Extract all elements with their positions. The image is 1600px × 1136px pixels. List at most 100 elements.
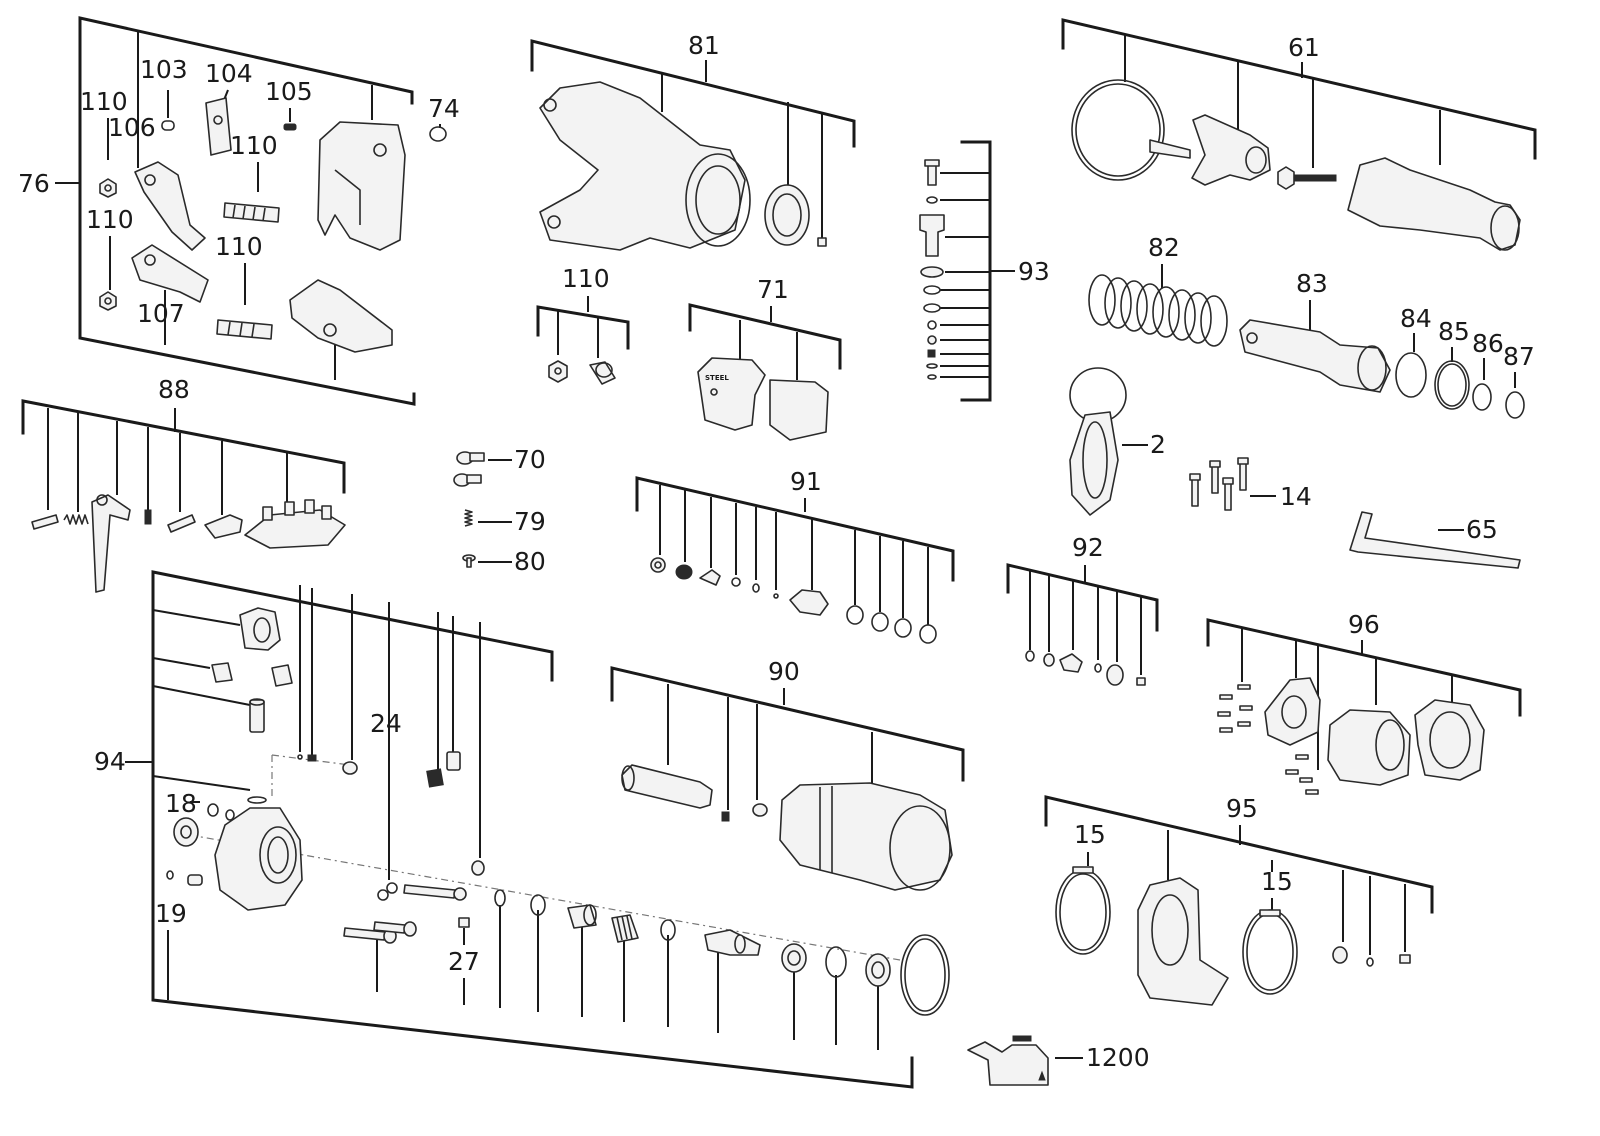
label-61: 61	[1288, 33, 1320, 62]
bushing-94-a	[211, 662, 233, 683]
piston-93	[919, 214, 945, 257]
label-96: 96	[1348, 610, 1380, 639]
group-81: 81	[530, 31, 856, 251]
spring-82	[1088, 274, 1228, 347]
adapter-71-right	[769, 379, 829, 441]
clip-93	[927, 374, 937, 380]
cylinder-90	[779, 782, 953, 891]
needle-bearing-94	[611, 914, 639, 943]
ring-94-b	[530, 894, 546, 916]
bracket-76	[78, 16, 416, 406]
label-106: 106	[108, 113, 156, 142]
washer-91-a	[731, 577, 741, 587]
ring-92-c	[1094, 663, 1102, 673]
bracket-61	[1061, 18, 1537, 160]
seal-94	[865, 953, 891, 987]
ball-93	[927, 335, 937, 345]
flange-96	[1264, 677, 1321, 746]
group-2-14-65: 2 14 65	[1069, 367, 1521, 569]
bracket-92	[1006, 563, 1159, 632]
bracket-91	[635, 476, 955, 582]
ring-87	[1505, 391, 1525, 419]
label-18: 18	[165, 789, 197, 818]
piston-90	[621, 764, 713, 809]
ring-92-a	[1025, 650, 1035, 662]
group-95: 95 15 15	[1044, 794, 1434, 1006]
washer-91-b	[752, 583, 760, 593]
adapter-marking: STEEL	[705, 374, 729, 382]
screw-81	[817, 237, 827, 247]
dust-shield-95	[1137, 877, 1229, 1006]
housing-96	[1414, 699, 1485, 781]
label-87: 87	[1503, 342, 1535, 371]
spring-94-small	[307, 754, 317, 762]
bracket-81	[530, 39, 856, 148]
label-2: 2	[1150, 430, 1166, 459]
label-15-a: 15	[1074, 820, 1106, 849]
group-88: 88	[21, 375, 346, 593]
ball-91	[773, 593, 779, 599]
cap-90	[752, 803, 768, 817]
ring-93-b	[920, 266, 944, 278]
rivet-80	[462, 554, 476, 568]
bracket-94	[151, 570, 914, 1089]
bushing-94-c	[567, 904, 597, 929]
cap-92	[1106, 664, 1124, 686]
nut-110-center	[548, 360, 568, 383]
pin-88-b	[167, 514, 196, 533]
label-88: 88	[158, 375, 190, 404]
washer-95	[1366, 957, 1374, 967]
ring-94-a	[494, 889, 506, 907]
label-86: 86	[1472, 329, 1504, 358]
label-65: 65	[1466, 515, 1498, 544]
group-93: 93	[919, 140, 1050, 402]
label-70: 70	[514, 445, 546, 474]
label-110-c: 110	[86, 205, 134, 234]
group-94: 94 24 18 19 27	[94, 570, 950, 1089]
pin-94-b	[187, 874, 203, 886]
screw-70	[453, 451, 485, 487]
bracket-71	[688, 303, 842, 370]
label-110-e: 110	[562, 264, 610, 293]
spring-105	[283, 123, 297, 131]
ring-93-c	[923, 285, 941, 295]
bolt-94-a	[403, 884, 467, 901]
label-76: 76	[18, 169, 50, 198]
group-92: 92	[1006, 533, 1159, 686]
ring-94-c	[660, 919, 676, 941]
label-71: 71	[757, 275, 789, 304]
nut-91	[675, 564, 693, 580]
washer-94-b	[225, 809, 235, 821]
nut-110-lower	[99, 291, 117, 311]
ring-86	[1472, 383, 1492, 411]
band-94	[900, 934, 950, 1016]
plate-104	[205, 97, 232, 156]
spring-79	[464, 509, 473, 527]
valve-91	[699, 569, 721, 586]
label-74: 74	[428, 94, 460, 123]
label-14: 14	[1280, 482, 1312, 511]
side-handle-61	[1347, 157, 1521, 251]
clip-95	[1332, 946, 1348, 964]
gear-housing-81	[539, 81, 751, 251]
band-clamp-61	[1071, 79, 1191, 181]
spindle-83	[1239, 319, 1391, 393]
label-110-d: 110	[215, 232, 263, 261]
bushing-94-b	[271, 664, 293, 687]
washer-94-a	[207, 803, 219, 817]
label-84: 84	[1400, 304, 1432, 333]
group-71: 71 STEEL	[688, 275, 842, 441]
bracket-110	[536, 305, 630, 350]
label-95: 95	[1226, 794, 1258, 823]
plug-94	[342, 761, 358, 775]
pin-103	[161, 120, 175, 131]
bolt-61	[1277, 166, 1337, 190]
screws-14	[1189, 457, 1249, 511]
ring-91-b	[871, 612, 889, 632]
bearing-18	[173, 817, 199, 847]
label-90: 90	[768, 657, 800, 686]
screw-27	[458, 917, 470, 928]
band-15-a	[1055, 866, 1111, 955]
ring-93-e	[927, 320, 937, 330]
group-61: 61	[1061, 18, 1537, 251]
